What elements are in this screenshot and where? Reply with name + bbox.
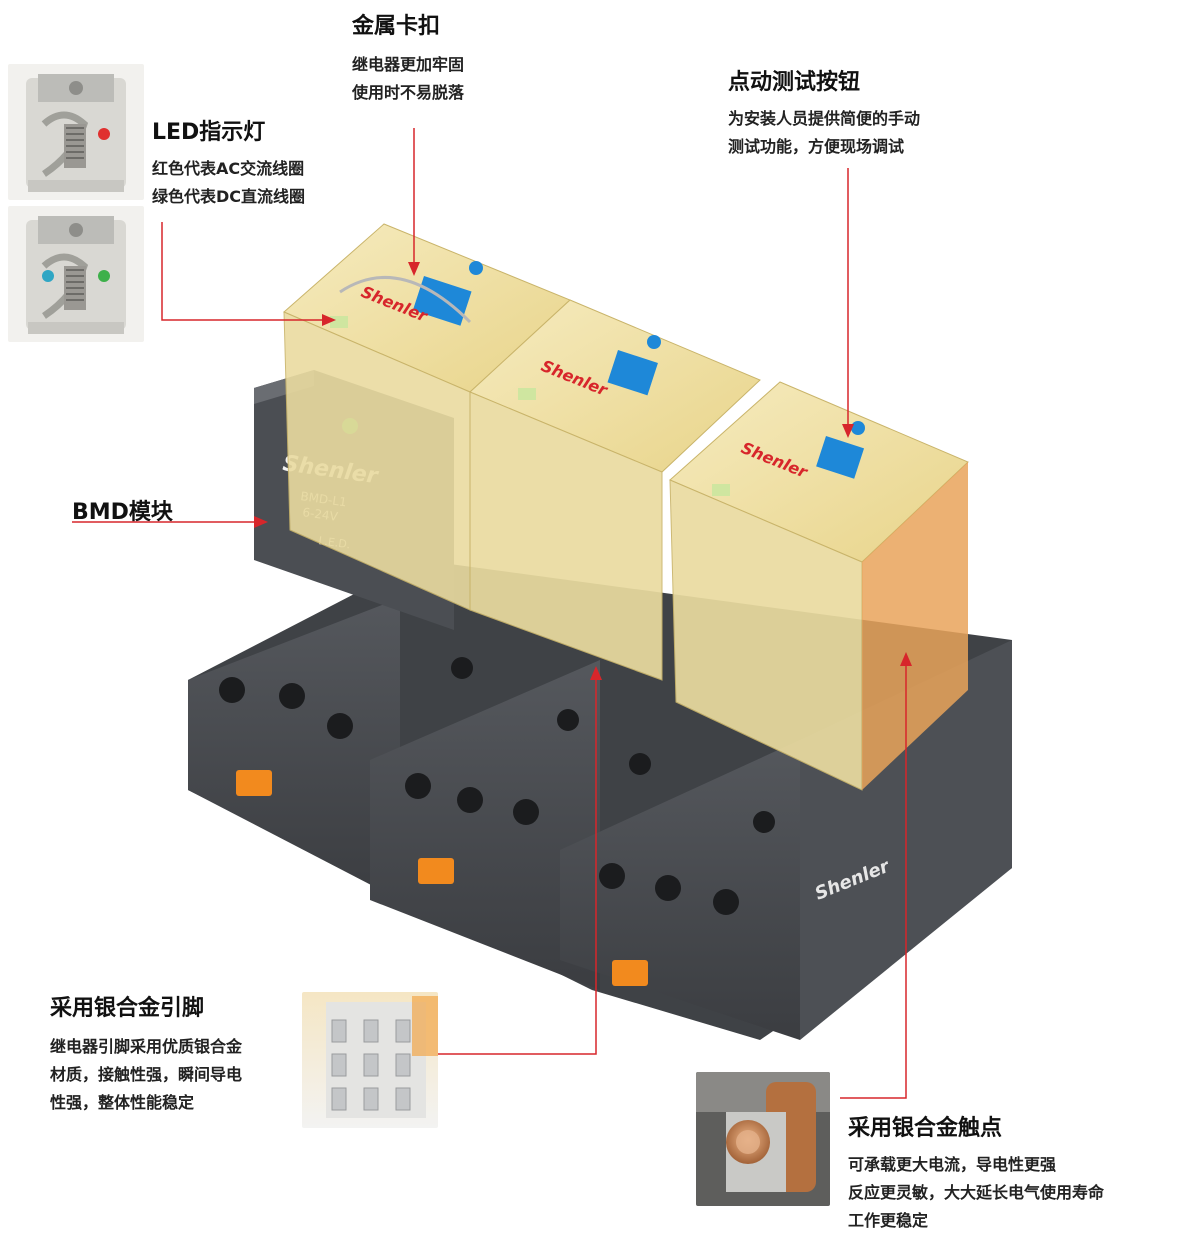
metal-clip-desc-2: 使用时不易脱落	[352, 83, 465, 102]
contacts-desc-1: 可承载更大电流，导电性更强	[848, 1155, 1057, 1174]
pins-desc-3: 性强，整体性能稳定	[50, 1093, 195, 1112]
relay-2: Shenler	[469, 299, 761, 681]
led-title: LED指示灯	[152, 120, 266, 145]
metal-clip-desc-1: 继电器更加牢固	[352, 55, 465, 74]
test-button-desc-2: 测试功能，方便现场调试	[728, 137, 905, 156]
silver-pins-photo	[302, 992, 438, 1128]
pins-desc-2: 材质，接触性强，瞬间导电	[50, 1065, 243, 1084]
pins-title: 采用银合金引脚	[50, 996, 205, 1021]
led-red-photo	[8, 64, 144, 200]
led-desc-2: 绿色代表DC直流线圈	[152, 187, 306, 206]
contacts-desc-3: 工作更稳定	[848, 1211, 929, 1230]
contacts-desc-2: 反应更灵敏，大大延长电气使用寿命	[848, 1183, 1105, 1202]
test-button-title: 点动测试按钮	[728, 70, 861, 95]
led-green-photo	[8, 206, 144, 342]
test-button-desc-1: 为安装人员提供简便的手动	[728, 109, 921, 128]
led-desc-1: 红色代表AC交流线圈	[152, 159, 305, 178]
metal-clip-title: 金属卡扣	[352, 14, 441, 39]
contacts-title: 采用银合金触点	[848, 1116, 1003, 1141]
pins-desc-1: 继电器引脚采用优质银合金	[50, 1037, 243, 1056]
bmd-title: BMD模块	[72, 500, 173, 525]
silver-contacts-photo	[696, 1072, 830, 1206]
relay-3: Shenler	[669, 381, 969, 791]
